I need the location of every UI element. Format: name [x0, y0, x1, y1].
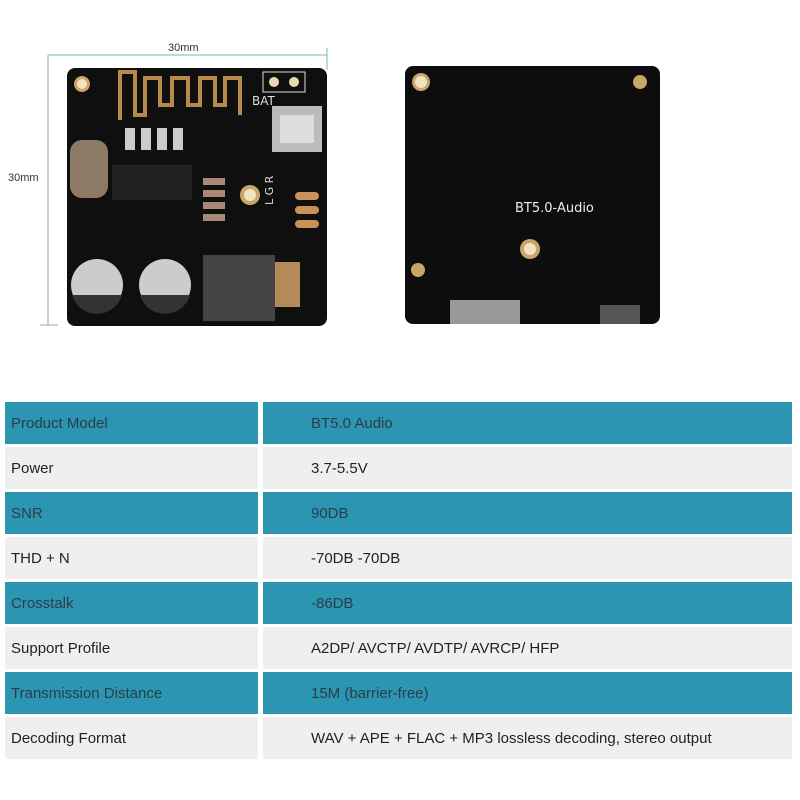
- spec-row: Crosstalk-86DB: [5, 582, 792, 624]
- dimension-lines: [40, 48, 328, 326]
- spec-label: Support Profile: [5, 627, 258, 669]
- spec-row: THD + N-70DB -70DB: [5, 537, 792, 579]
- width-dimension-label: 30mm: [168, 42, 199, 54]
- bat-label: BAT: [252, 94, 276, 108]
- spec-value: BT5.0 Audio: [263, 402, 792, 444]
- spec-label: Crosstalk: [5, 582, 258, 624]
- spec-value: -86DB: [263, 582, 792, 624]
- board-illustrations: BAT L G R BT5.0-Audio: [40, 48, 660, 326]
- spec-value: A2DP/ AVCTP/ AVDTP/ AVRCP/ HFP: [263, 627, 792, 669]
- board-back: BT5.0-Audio: [405, 66, 660, 324]
- spec-value: 15M (barrier-free): [263, 672, 792, 714]
- board-front: BAT L G R: [67, 68, 327, 326]
- height-dimension-label: 30mm: [8, 172, 39, 184]
- spec-value: 90DB: [263, 492, 792, 534]
- spec-value: -70DB -70DB: [263, 537, 792, 579]
- spec-label: SNR: [5, 492, 258, 534]
- spec-label: THD + N: [5, 537, 258, 579]
- spec-label: Power: [5, 447, 258, 489]
- spec-value: 3.7-5.5V: [263, 447, 792, 489]
- spec-label: Transmission Distance: [5, 672, 258, 714]
- spec-label: Decoding Format: [5, 717, 258, 759]
- svg-text:L G R: L G R: [263, 175, 276, 205]
- spec-label: Product Model: [5, 402, 258, 444]
- back-silkscreen: BT5.0-Audio: [515, 201, 594, 216]
- spec-value: WAV + APE + FLAC + MP3 lossless decoding…: [263, 717, 792, 759]
